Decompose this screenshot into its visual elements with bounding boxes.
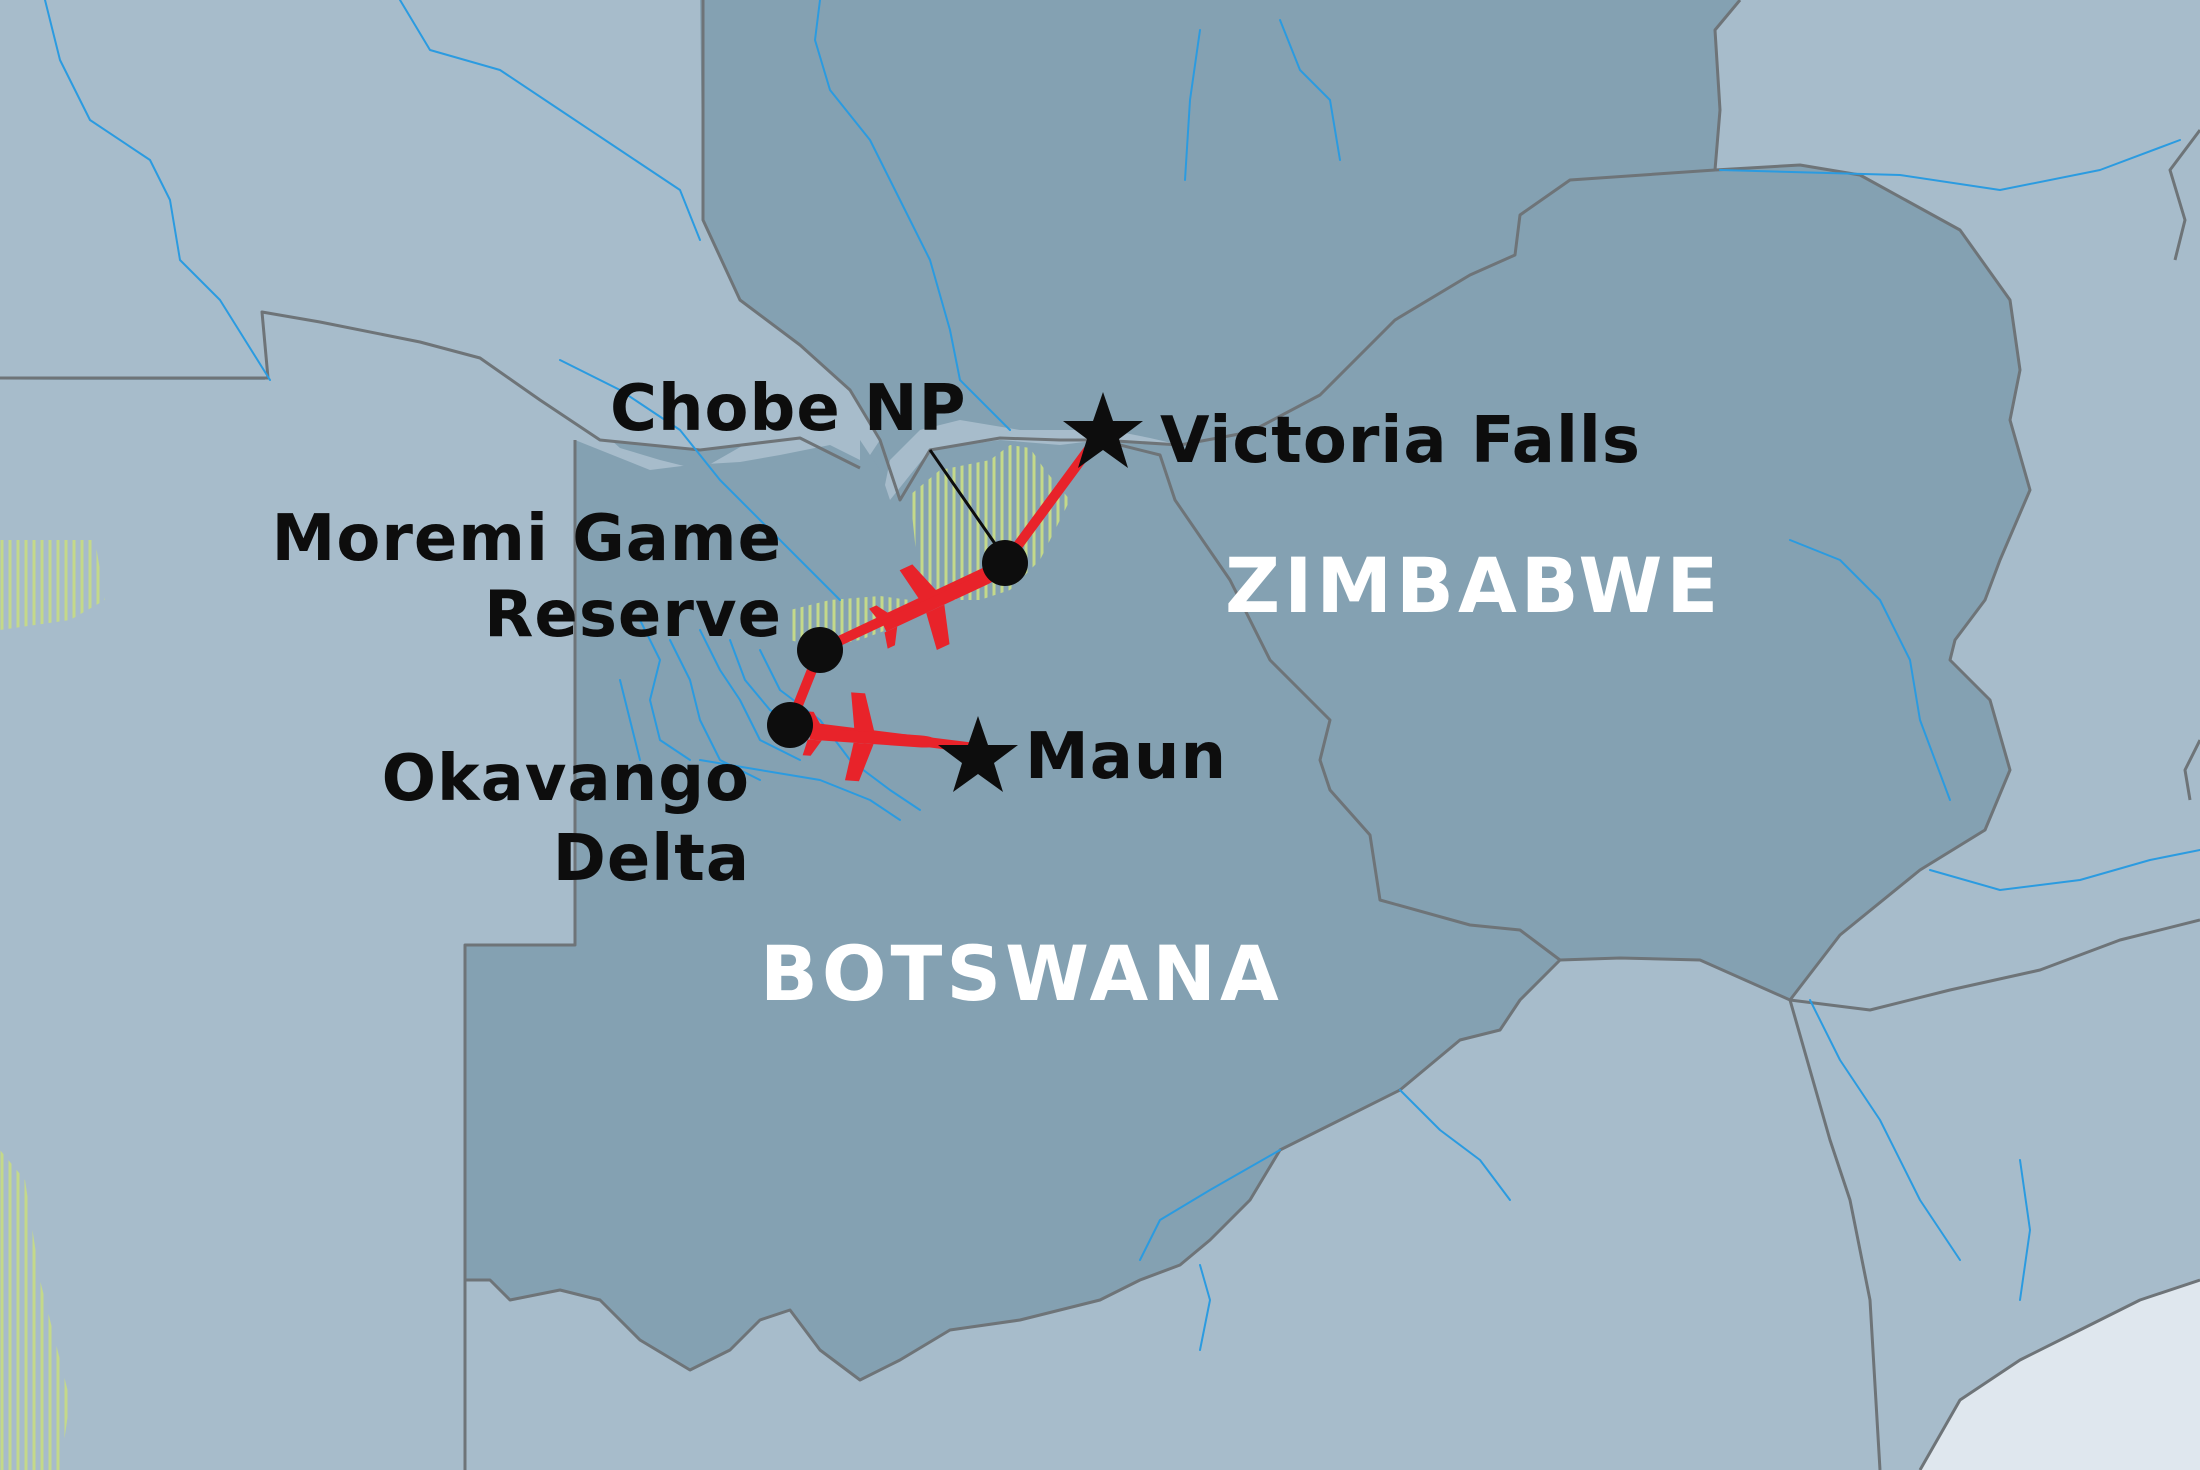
- region-angola: [0, 0, 880, 470]
- label-botswana: BOTSWANA: [760, 929, 1283, 1018]
- label-moremi-line1: Moremi Game: [272, 502, 782, 576]
- dot-icon: [797, 627, 843, 673]
- dot-icon: [767, 702, 813, 748]
- region-botswana: [465, 440, 1560, 1380]
- ocean: [1920, 1280, 2200, 1470]
- label-zimbabwe: ZIMBABWE: [1225, 541, 1722, 630]
- label-okavango-line1: Okavango: [382, 742, 750, 816]
- park-west-1: [0, 540, 105, 630]
- region-south: [465, 958, 1880, 1470]
- chobe-leader-line: [928, 449, 1000, 549]
- label-okavango-line2: Delta: [553, 822, 750, 896]
- park-chobe: [910, 445, 1070, 600]
- rivers: [44, 0, 2200, 1351]
- star-icon: [938, 716, 1018, 792]
- label-maun: Maun: [1025, 720, 1227, 794]
- park-west-2: [0, 1150, 70, 1470]
- dot-icon: [982, 540, 1028, 586]
- label-chobe: Chobe NP: [610, 372, 966, 446]
- label-moremi-line2: Reserve: [484, 578, 782, 652]
- label-victoria-falls: Victoria Falls: [1160, 404, 1641, 478]
- star-icon: [1063, 392, 1143, 468]
